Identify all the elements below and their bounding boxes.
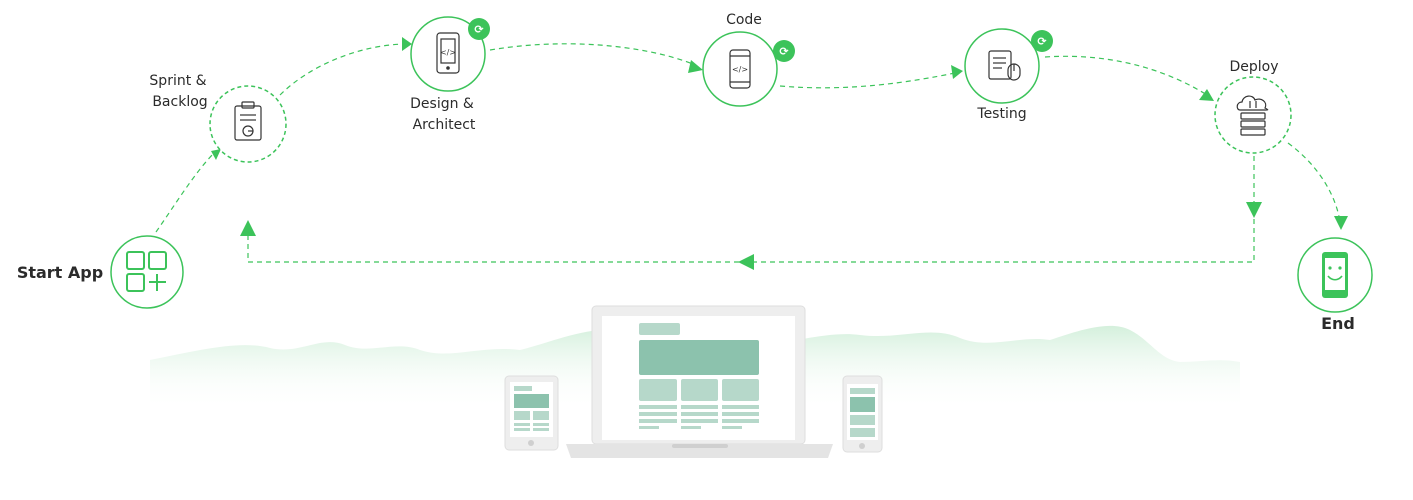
arrow-head — [1334, 216, 1348, 230]
refresh-badge — [773, 40, 795, 62]
smartphone-code-icon: </> — [729, 49, 751, 89]
clipboard-chart-icon — [234, 101, 262, 141]
refresh-icon: ⟳ — [779, 45, 789, 58]
laptop-illustration — [566, 305, 833, 458]
step-label: Backlog — [152, 94, 207, 110]
step-circle — [964, 28, 1040, 104]
step-end[interactable]: End — [1297, 237, 1373, 333]
step-label: Architect — [413, 117, 476, 133]
step-circle — [1214, 76, 1292, 154]
step-circle — [702, 31, 778, 107]
connector-sprint-design — [279, 43, 406, 96]
tablet-illustration — [504, 375, 559, 451]
step-circle — [209, 85, 287, 163]
cloud-server-icon — [1236, 95, 1269, 136]
step-label: Code — [726, 12, 762, 28]
flow-connectors — [155, 37, 1348, 270]
arrow-head — [211, 149, 221, 160]
step-label: Deploy — [1229, 59, 1278, 75]
mobile-code-icon: </> — [436, 32, 460, 74]
step-label: Testing — [976, 106, 1026, 122]
step-deploy[interactable]: Deploy — [1214, 59, 1292, 154]
refresh-icon: ⟳ — [1037, 35, 1047, 48]
step-circle — [410, 16, 486, 92]
connector-deploy-end — [1287, 142, 1341, 223]
phone-illustration — [842, 375, 883, 453]
connector-testing-deploy — [1044, 55, 1208, 96]
connector-code-testing — [779, 72, 956, 89]
arrow-head — [1246, 202, 1262, 218]
step-label: End — [1321, 314, 1355, 333]
svg-text:</>: </> — [440, 48, 456, 57]
arrow-head — [1199, 89, 1214, 101]
refresh-icon: ⟳ — [474, 23, 484, 36]
arrow-head — [738, 254, 754, 270]
checklist-mouse-icon — [988, 50, 1021, 81]
devices-illustration — [504, 305, 883, 458]
step-label: Sprint & — [149, 73, 206, 89]
arrow-head — [402, 37, 412, 51]
step-code[interactable]: </> ⟳ Code — [702, 12, 795, 107]
arrow-head — [951, 65, 963, 79]
step-start-app[interactable]: Start App — [17, 235, 184, 309]
refresh-badge — [1031, 30, 1053, 52]
refresh-badge — [468, 18, 490, 40]
step-testing[interactable]: ⟳ Testing — [964, 28, 1053, 122]
step-circle — [110, 235, 184, 309]
step-label: Design & — [410, 96, 474, 112]
svg-text:</>: </> — [732, 65, 748, 74]
arrow-head — [240, 220, 256, 236]
smiley-phone-icon — [1322, 252, 1348, 298]
step-sprint-backlog[interactable]: Sprint & Backlog — [149, 73, 287, 163]
step-design-architect[interactable]: </> ⟳ Design & Architect — [410, 16, 490, 133]
app-grid-icon — [126, 251, 167, 292]
step-label: Start App — [17, 263, 103, 282]
connector-design-code — [489, 43, 696, 66]
connector-deploy-loop — [247, 156, 1255, 263]
connector-start-sprint — [155, 151, 216, 233]
arrow-head — [688, 60, 703, 73]
